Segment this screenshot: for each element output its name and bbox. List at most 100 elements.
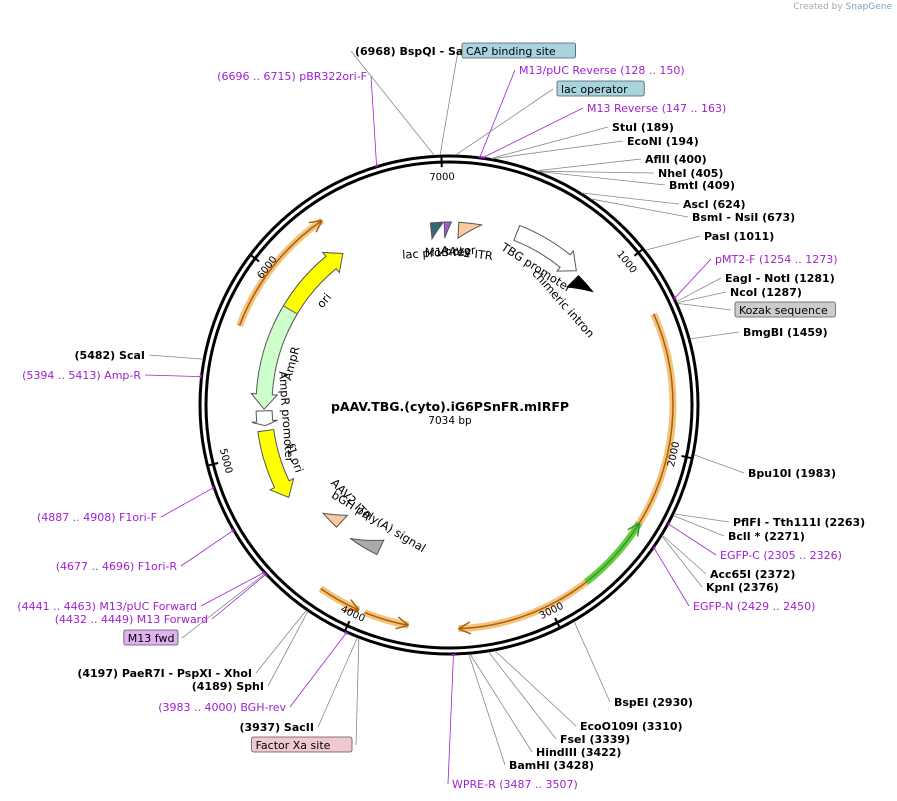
- primer-site-mark: [667, 522, 671, 527]
- leader-line: [181, 573, 265, 639]
- map-label[interactable]: M13/pUC Reverse (128 .. 150): [519, 64, 685, 77]
- label-text: (3937) SacII: [239, 721, 314, 734]
- label-text: FseI (3339): [560, 733, 630, 746]
- map-label[interactable]: HindIII (3422): [536, 746, 621, 759]
- leader-line: [538, 171, 666, 186]
- map-label[interactable]: PasI (1011): [704, 230, 774, 243]
- leader-line: [673, 515, 725, 537]
- map-label[interactable]: Kozak sequence: [734, 301, 836, 318]
- map-label[interactable]: (4197) PaeR7I - PspXI - XhoI: [77, 667, 252, 680]
- map-label[interactable]: EGFP-N (2429 .. 2450): [693, 600, 815, 613]
- cds-arc-1-head: [458, 621, 472, 635]
- map-label[interactable]: (6968) BspQI - SapI: [355, 45, 475, 58]
- leader-line: [590, 198, 689, 218]
- map-label[interactable]: lac operator: [556, 80, 645, 97]
- map-label[interactable]: BsmI - NsiI (673): [692, 211, 795, 224]
- map-label[interactable]: AflII (400): [645, 153, 707, 166]
- primer-site-mark: [374, 164, 379, 168]
- leader-line: [468, 654, 506, 766]
- tick-mark-5000: [208, 462, 219, 467]
- map-label[interactable]: (4441 .. 4463) M13/pUC Forward: [17, 600, 197, 613]
- map-label[interactable]: M13 fwd: [123, 629, 179, 646]
- map-label[interactable]: FseI (3339): [560, 733, 630, 746]
- label-text: BspEI (2930): [614, 696, 693, 709]
- map-label[interactable]: BspEI (2930): [614, 696, 693, 709]
- aav2-itr-left-arrow: [457, 221, 484, 240]
- map-label[interactable]: EagI - NotI (1281): [725, 272, 835, 285]
- cds-arc-2: [238, 219, 323, 327]
- map-label[interactable]: EGFP-C (2305 .. 2326): [720, 549, 842, 562]
- label-text: EGFP-N (2429 .. 2450): [693, 600, 815, 613]
- tick-label-7000: 7000: [429, 172, 455, 184]
- label-box: [123, 629, 179, 646]
- leader-line: [455, 88, 554, 156]
- leader-line: [160, 487, 214, 518]
- map-label[interactable]: BmtI (409): [669, 179, 735, 192]
- map-label[interactable]: BamHI (3428): [509, 759, 594, 772]
- map-label[interactable]: NcoI (1287): [730, 286, 802, 299]
- tick-label-1000: 1000: [614, 249, 639, 276]
- map-label[interactable]: Acc65I (2372): [710, 568, 795, 581]
- map-label[interactable]: Factor Xa site: [251, 736, 353, 753]
- leader-line: [483, 107, 584, 158]
- label-text: (4197) PaeR7I - PspXI - XhoI: [77, 667, 252, 680]
- map-label[interactable]: M13 Reverse (147 .. 163): [587, 102, 726, 115]
- map-label[interactable]: BclI * (2271): [728, 530, 805, 543]
- label-leader-lines: [144, 50, 745, 785]
- map-label[interactable]: Bpu10I (1983): [748, 467, 836, 480]
- label-text: M13 Reverse (147 .. 163): [587, 102, 726, 115]
- leader-line: [490, 126, 609, 159]
- map-label[interactable]: CAP binding site: [461, 42, 576, 59]
- cds-arc-3-head: [395, 616, 410, 630]
- map-label[interactable]: (4677 .. 4696) F1ori-R: [56, 560, 178, 573]
- map-label[interactable]: (3937) SacII: [239, 721, 314, 734]
- map-label[interactable]: BmgBI (1459): [743, 326, 828, 339]
- label-text: (3983 .. 4000) BGH-rev: [158, 701, 286, 714]
- label-text: NheI (405): [658, 167, 723, 180]
- label-text: Acc65I (2372): [710, 568, 795, 581]
- primer-site-mark: [231, 528, 235, 533]
- label-text: M13 fwd: [128, 632, 175, 645]
- label-text: AflII (400): [645, 153, 707, 166]
- tbg-promoter-arrow: [513, 224, 577, 272]
- ampr-promoter-label: AmpR promoter: [276, 371, 297, 463]
- map-label[interactable]: (4189) SphI: [192, 680, 264, 693]
- label-box: [251, 736, 353, 753]
- credit-prefix: Created by: [793, 2, 843, 12]
- leader-line: [370, 75, 377, 166]
- map-label[interactable]: WPRE-R (3487 .. 3507): [452, 778, 578, 791]
- map-label[interactable]: AscI (624): [683, 198, 746, 211]
- map-label[interactable]: (4432 .. 4449) M13 Forward: [55, 613, 208, 626]
- leader-line: [673, 513, 730, 523]
- label-text: EGFP-C (2305 .. 2326): [720, 549, 842, 562]
- map-label[interactable]: EcoNI (194): [627, 135, 699, 148]
- label-text: (6968) BspQI - SapI: [355, 45, 475, 58]
- primer-site-mark: [673, 295, 677, 300]
- map-label[interactable]: (5394 .. 5413) Amp-R: [22, 369, 141, 382]
- leader-line: [676, 277, 722, 302]
- map-label[interactable]: (6696 .. 6715) pBR322ori-F: [217, 70, 367, 83]
- label-text: PflFI - Tth111I (2263): [733, 516, 865, 529]
- plasmid-size: 7034 bp: [428, 415, 472, 427]
- map-label[interactable]: NheI (405): [658, 167, 723, 180]
- map-label[interactable]: PflFI - Tth111I (2263): [733, 516, 865, 529]
- map-label[interactable]: EcoO109I (3310): [580, 720, 683, 733]
- label-text: BsmI - NsiI (673): [692, 211, 795, 224]
- leader-line: [581, 192, 680, 205]
- map-label[interactable]: KpnI (2376): [706, 581, 779, 594]
- label-text: M13/pUC Reverse (128 .. 150): [519, 64, 685, 77]
- aav2-itr-right-arrow: [321, 512, 349, 528]
- map-label[interactable]: (5482) ScaI: [75, 349, 145, 362]
- map-label[interactable]: (3983 .. 4000) BGH-rev: [158, 701, 286, 714]
- label-text: PasI (1011): [704, 230, 774, 243]
- map-label[interactable]: (4887 .. 4908) F1ori-F: [37, 511, 157, 524]
- leader-line: [662, 534, 707, 575]
- map-label[interactable]: StuI (189): [612, 121, 674, 134]
- map-label[interactable]: pMT2-F (1254 .. 1273): [715, 253, 838, 266]
- ampr-arrow: [250, 305, 298, 410]
- leader-line: [317, 637, 358, 728]
- plasmid-name: pAAV.TBG.(cyto).iG6PSnFR.mIRFP: [331, 399, 569, 414]
- leader-line: [148, 354, 204, 360]
- label-text: WPRE-R (3487 .. 3507): [452, 778, 578, 791]
